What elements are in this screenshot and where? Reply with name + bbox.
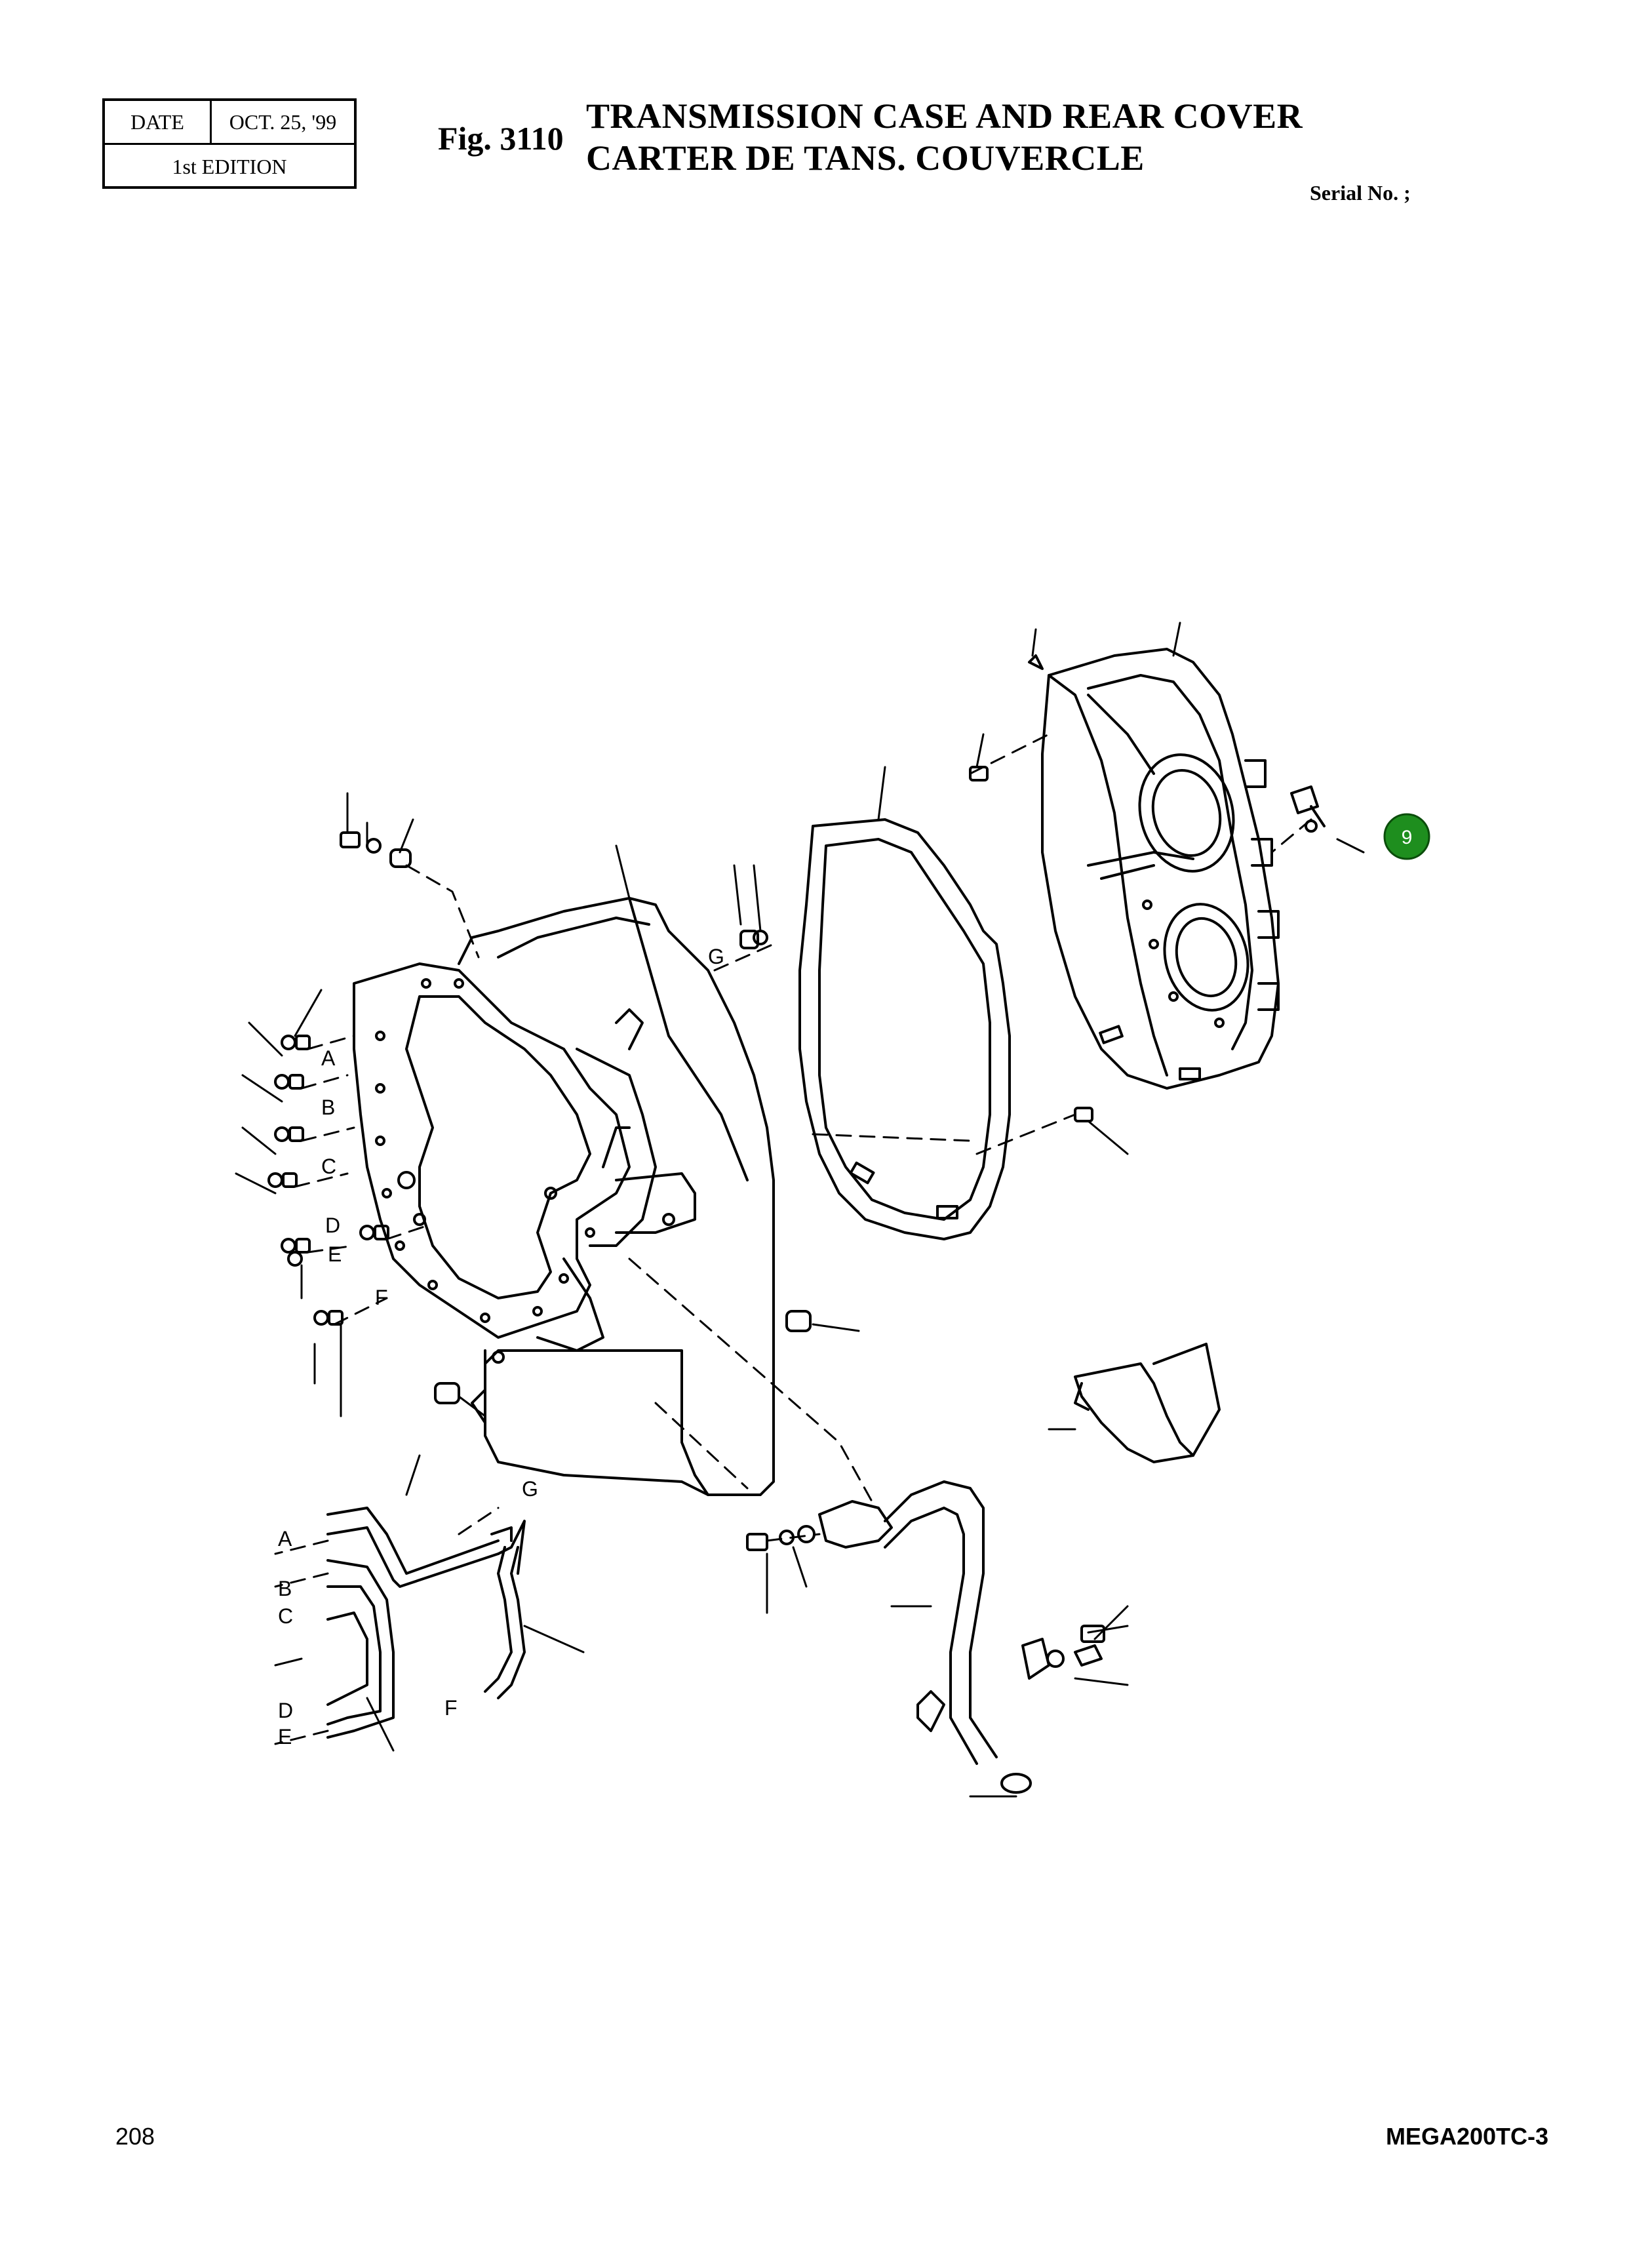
date-label: DATE (105, 101, 212, 143)
rear-cover (1041, 648, 1280, 1090)
transmission-case (353, 897, 775, 1496)
oil-tubes (326, 1507, 526, 1739)
leader-lines (235, 622, 1365, 1798)
date-box: DATE OCT. 25, '99 1st EDITION (102, 98, 357, 189)
letter-a-tube: A (278, 1527, 292, 1551)
gasket (798, 818, 1011, 1240)
serial-number-label: Serial No. ; (1310, 181, 1411, 205)
callout-label[interactable]: 9 (1402, 827, 1413, 848)
letter-c: C (321, 1155, 336, 1178)
letter-c-tube: C (278, 1604, 293, 1628)
letter-g: G (708, 945, 724, 968)
date-value: OCT. 25, '99 (229, 109, 337, 134)
side-cover-plate (1074, 1343, 1221, 1463)
assembly-lines (274, 733, 1312, 1745)
callout-circle[interactable] (1383, 813, 1430, 860)
date-row: DATE OCT. 25, '99 (105, 101, 354, 145)
letter-b-tube: B (278, 1577, 292, 1600)
letter-d-tube: D (278, 1699, 293, 1722)
figure-number: Fig. 3110 (438, 120, 564, 157)
callout-9[interactable]: 9 (1383, 813, 1430, 860)
filler-pipe (818, 1480, 1103, 1794)
edition-label: 1st EDITION (172, 155, 287, 178)
letter-e: E (328, 1242, 342, 1266)
letter-b: B (321, 1096, 335, 1119)
letter-d: D (325, 1214, 340, 1237)
model-code: MEGA200TC-3 (1385, 2123, 1548, 2150)
letter-f-tube: F (444, 1696, 458, 1720)
letter-e-tube: E (278, 1725, 292, 1749)
page-number: 208 (115, 2123, 155, 2150)
title-french: CARTER DE TANS. COUVERCLE (586, 138, 1145, 178)
title-english: TRANSMISSION CASE AND REAR COVER (586, 96, 1303, 136)
fasteners (267, 654, 1326, 1668)
letter-g-tube: G (522, 1477, 538, 1501)
reference-letters: A B C D E F G G A B C D E F (278, 945, 724, 1749)
letter-f: F (375, 1286, 388, 1309)
letter-a: A (321, 1046, 336, 1070)
